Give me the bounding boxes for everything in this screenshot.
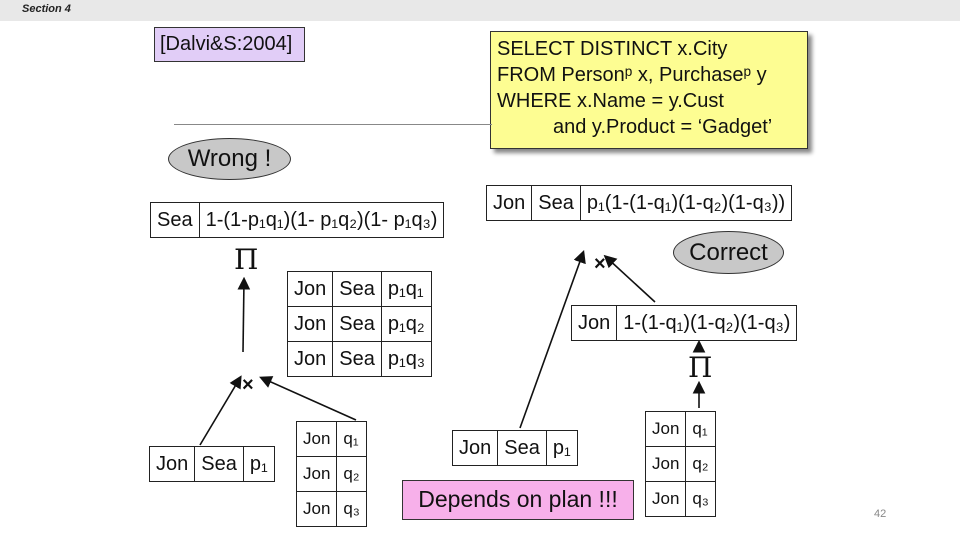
page-number: 42 — [874, 508, 887, 520]
sql-line-2: FROM Personᵖ x, Purchaseᵖ y — [497, 64, 767, 86]
sql-line-3: WHERE x.Name = y.Cust — [497, 90, 724, 112]
projection-symbol-right: Π — [688, 351, 713, 384]
arrow-proj-to-cross-right — [603, 254, 656, 303]
citation-box: [Dalvi&S:2004] — [154, 27, 305, 62]
arrow-person-to-cross-right — [519, 249, 586, 429]
correct-label: Correct — [673, 231, 784, 274]
section-label: Section 4 — [22, 3, 71, 15]
header-bar: Section 4 — [0, 0, 960, 21]
sql-query-box: SELECT DISTINCT x.City FROM Personᵖ x, P… — [490, 31, 808, 149]
arrow-purchase-to-cross-left — [259, 376, 357, 421]
projection-symbol-left: Π — [234, 243, 259, 276]
arrow-person-to-cross-left — [199, 375, 242, 446]
depends-on-plan-label: Depends on plan !!! — [402, 480, 634, 520]
sql-line-1: SELECT DISTINCT x.City — [497, 38, 728, 60]
wrong-label: Wrong ! — [168, 138, 291, 180]
divider-line — [174, 124, 492, 125]
sql-line-4: and y.Product = ‘Gadget’ — [553, 116, 773, 138]
join-symbol-right: × — [594, 253, 606, 275]
join-symbol-left: × — [242, 374, 254, 396]
arrow-cross-to-pi-left — [237, 276, 251, 353]
